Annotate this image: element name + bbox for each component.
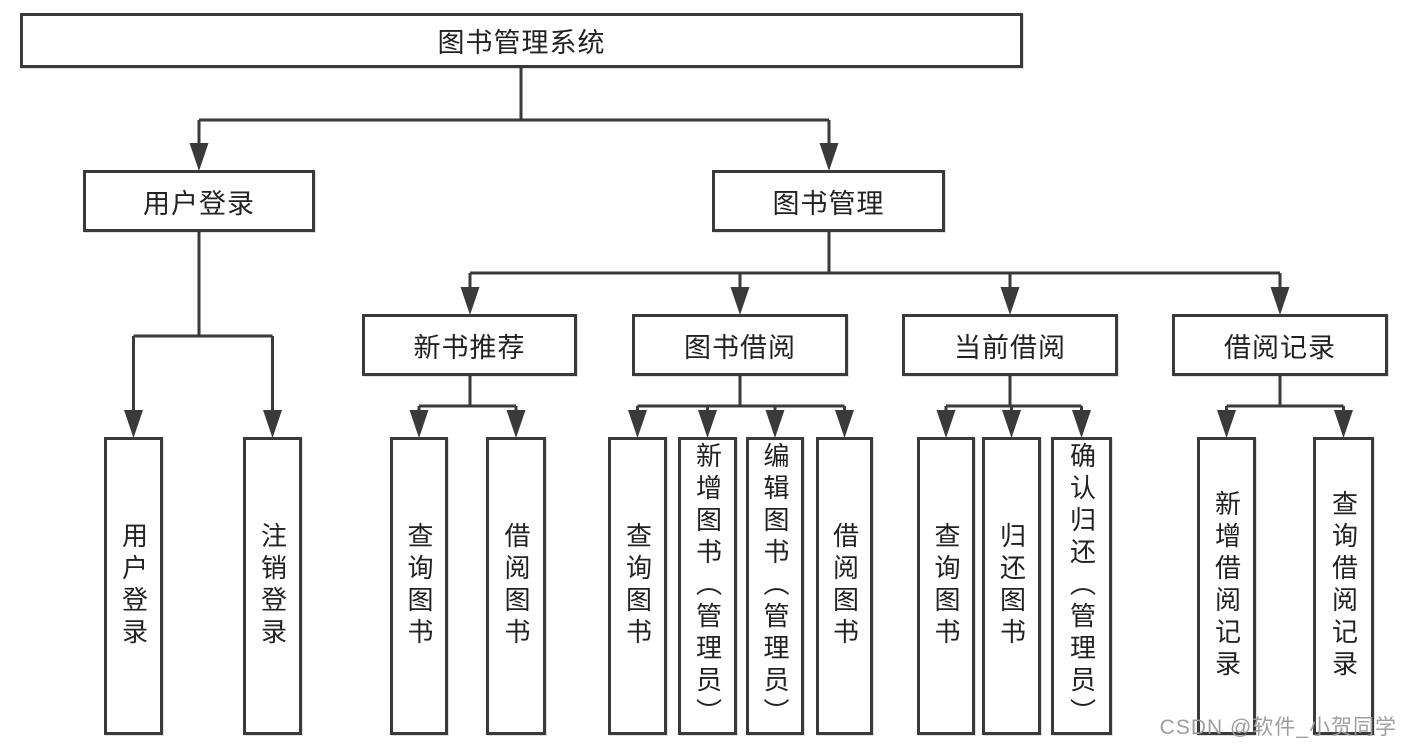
leaf-records-add-record-label: 新增借阅记录 [1211, 490, 1242, 682]
node-current-borrow: 当前借阅 [902, 314, 1118, 376]
leaf-user-login: 用户登录 [104, 437, 163, 735]
node-new-book-recommend: 新书推荐 [362, 314, 577, 376]
node-user-login: 用户登录 [83, 170, 315, 232]
leaf-borrow-query-books: 查询图书 [608, 437, 667, 735]
leaf-borrow-borrow-books-label: 借阅图书 [829, 522, 860, 650]
leaf-records-query-record: 查询借阅记录 [1313, 437, 1374, 735]
node-current-borrow-label: 当前借阅 [954, 332, 1066, 363]
watermark: CSDN @软件_小贺同学 [1159, 716, 1397, 739]
leaf-logout-label: 注销登录 [257, 522, 288, 650]
leaf-borrow-edit-books-admin-label: 编辑图书（管理员） [760, 442, 790, 730]
leaf-logout: 注销登录 [243, 437, 302, 735]
node-book-management: 图书管理 [712, 170, 945, 232]
node-borrow-records-label: 借阅记录 [1224, 332, 1336, 363]
node-root-system: 图书管理系统 [20, 13, 1023, 68]
leaf-recommend-borrow-books-label: 借阅图书 [501, 522, 531, 650]
leaf-records-add-record: 新增借阅记录 [1197, 437, 1256, 735]
leaf-borrow-query-books-label: 查询图书 [622, 522, 653, 650]
leaf-borrow-add-books-admin: 新增图书（管理员） [678, 437, 737, 735]
leaf-borrow-add-books-admin-label: 新增图书（管理员） [692, 442, 723, 730]
leaf-current-query-books: 查询图书 [917, 437, 975, 735]
node-book-borrow-label: 图书借阅 [684, 332, 796, 363]
leaf-current-return-books: 归还图书 [982, 437, 1041, 735]
node-borrow-records: 借阅记录 [1172, 314, 1388, 376]
leaf-records-query-record-label: 查询借阅记录 [1328, 490, 1359, 682]
node-root-label: 图书管理系统 [437, 28, 606, 58]
leaf-current-query-books-label: 查询图书 [931, 522, 961, 650]
node-user-login-label: 用户登录 [143, 188, 255, 219]
leaf-borrow-borrow-books: 借阅图书 [816, 437, 873, 735]
leaf-recommend-query-books: 查询图书 [390, 437, 448, 735]
node-book-management-label: 图书管理 [772, 188, 885, 219]
leaf-user-login-label: 用户登录 [118, 522, 149, 650]
leaf-borrow-edit-books-admin: 编辑图书（管理员） [746, 437, 804, 735]
node-book-borrow: 图书借阅 [632, 314, 848, 376]
leaf-current-confirm-return-admin: 确认归还（管理员） [1051, 437, 1112, 735]
node-new-book-recommend-label: 新书推荐 [413, 332, 526, 363]
leaf-recommend-borrow-books: 借阅图书 [486, 437, 546, 735]
leaf-current-confirm-return-admin-label: 确认归还（管理员） [1066, 442, 1097, 730]
leaf-recommend-query-books-label: 查询图书 [404, 522, 434, 650]
leaf-current-return-books-label: 归还图书 [996, 522, 1027, 650]
